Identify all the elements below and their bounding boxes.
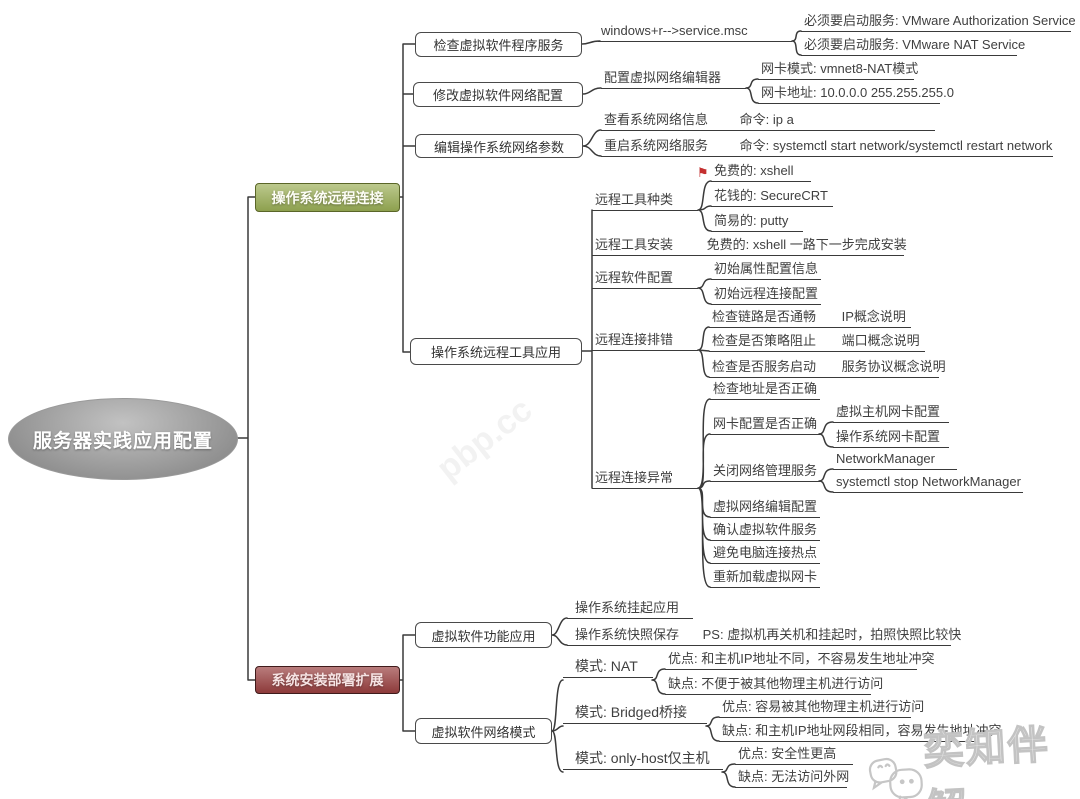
- node-restart-network: 重启系统网络服务 命令: systemctl start network/sys…: [601, 137, 1053, 157]
- node-check-service: 检查是否服务启动 服务协议概念说明: [709, 358, 946, 378]
- node-vnet-edit: 虚拟网络编辑配置: [710, 498, 820, 518]
- restart-cmd-label: 命令: systemctl start network/systemctl re…: [739, 138, 1053, 153]
- node-tool-simple: 简易的: putty: [711, 212, 803, 232]
- node-hostonly-pro: 优点: 安全性更高: [735, 745, 853, 765]
- node-nic-os: 操作系统网卡配置: [833, 428, 949, 448]
- node-nic-vm: 虚拟主机网卡配置: [833, 403, 949, 423]
- node-bridged-con: 缺点: 和主机IP地址网段相同，容易发生地址冲突: [719, 722, 1002, 742]
- node-nic-mode: 网卡模式: vmnet8-NAT模式: [758, 60, 918, 80]
- node-hostonly-con: 缺点: 无法访问外网: [735, 768, 849, 788]
- check-link-label: 检查链路是否通畅: [712, 309, 817, 324]
- node-close-nm: 关闭网络管理服务: [710, 462, 820, 482]
- branch-deploy-extend: 系统安装部署扩展: [255, 666, 400, 694]
- node-tool-free: 免费的: xshell: [711, 162, 811, 182]
- topic-vm-functions: 虚拟软件功能应用: [415, 622, 552, 648]
- node-bridged-pro: 优点: 容易被其他物理主机进行访问: [719, 698, 924, 718]
- node-confirm-vm: 确认虚拟软件服务: [710, 521, 820, 541]
- root-node: 服务器实践应用配置: [8, 398, 238, 480]
- check-service-note: 服务协议概念说明: [841, 359, 946, 374]
- node-view-network-info: 查看系统网络信息 命令: ip a: [601, 111, 935, 131]
- node-tool-kinds: 远程工具种类: [592, 191, 698, 211]
- check-link-note: IP概念说明: [841, 309, 906, 324]
- red-flag-icon: ⚑: [697, 165, 709, 180]
- topic-edit-network-params: 编辑操作系统网络参数: [415, 134, 583, 158]
- node-software-config: 远程软件配置: [592, 269, 698, 289]
- node-suspend: 操作系统挂起应用: [567, 599, 693, 619]
- chat-bubbles-icon: [868, 757, 923, 799]
- node-tool-install: 远程工具安装 免费的: xshell 一路下一步完成安装: [592, 236, 907, 256]
- topic-modify-vm-network: 修改虚拟软件网络配置: [413, 82, 583, 107]
- node-service-nat: 必须要启动服务: VMware NAT Service: [801, 36, 1025, 56]
- snapshot-label: 操作系统快照保存: [575, 627, 680, 642]
- brand-watermark-text: 奕知伴解: [922, 722, 1051, 799]
- node-abnormal: 远程连接异常: [592, 469, 698, 489]
- node-check-address: 检查地址是否正确: [710, 380, 820, 400]
- node-nat-pro: 优点: 和主机IP地址不同，不容易发生地址冲突: [665, 650, 935, 670]
- node-vnet-editor: 配置虚拟网络编辑器: [601, 69, 746, 89]
- node-check-policy: 检查是否策略阻止 端口概念说明: [709, 332, 925, 352]
- topic-remote-tools: 操作系统远程工具应用: [410, 338, 582, 365]
- node-run-command: windows+r-->service.msc: [598, 22, 792, 42]
- view-cmd-label: 命令: ip a: [739, 112, 794, 127]
- node-tool-paid: 花钱的: SecureCRT: [711, 187, 833, 207]
- check-service-label: 检查是否服务启动: [712, 359, 817, 374]
- install-note-label: 免费的: xshell 一路下一步完成安装: [706, 237, 907, 252]
- restart-service-label: 重启系统网络服务: [604, 138, 709, 153]
- check-policy-label: 检查是否策略阻止: [712, 333, 817, 348]
- node-nm-cmd: systemctl stop NetworkManager: [833, 473, 1023, 493]
- topic-vm-network-modes: 虚拟软件网络模式: [415, 718, 552, 744]
- brand-watermark: 奕知伴解: [865, 715, 1080, 799]
- branch-remote-connection: 操作系统远程连接: [255, 183, 400, 212]
- node-nm-name: NetworkManager: [833, 450, 957, 470]
- node-avoid-hotspot: 避免电脑连接热点: [710, 544, 820, 564]
- node-check-link: 检查链路是否通畅 IP概念说明: [709, 308, 911, 328]
- node-initial-connection: 初始远程连接配置: [711, 285, 821, 305]
- node-initial-properties: 初始属性配置信息: [711, 260, 821, 280]
- node-troubleshoot: 远程连接排错: [592, 331, 698, 351]
- node-mode-nat: 模式: NAT: [563, 658, 653, 678]
- node-nic-config: 网卡配置是否正确: [710, 415, 820, 435]
- node-nic-address: 网卡地址: 10.0.0.0 255.255.255.0: [758, 84, 954, 104]
- view-info-label: 查看系统网络信息: [604, 112, 709, 127]
- topic-check-vm-services: 检查虚拟软件程序服务: [415, 32, 582, 57]
- snapshot-note-label: PS: 虚拟机再关机和挂起时，拍照快照比较快: [702, 627, 962, 642]
- node-snapshot: 操作系统快照保存 PS: 虚拟机再关机和挂起时，拍照快照比较快: [567, 626, 961, 646]
- node-reload-nic: 重新加载虚拟网卡: [710, 568, 820, 588]
- faint-watermark: pbp.cc: [429, 390, 540, 488]
- node-nat-con: 缺点: 不便于被其他物理主机进行访问: [665, 675, 883, 695]
- node-mode-bridged: 模式: Bridged桥接: [563, 704, 707, 724]
- node-service-authorization: 必须要启动服务: VMware Authorization Service: [801, 12, 1076, 32]
- node-mode-hostonly: 模式: only-host仅主机: [563, 750, 723, 770]
- install-title-label: 远程工具安装: [595, 237, 674, 252]
- check-policy-note: 端口概念说明: [841, 333, 920, 348]
